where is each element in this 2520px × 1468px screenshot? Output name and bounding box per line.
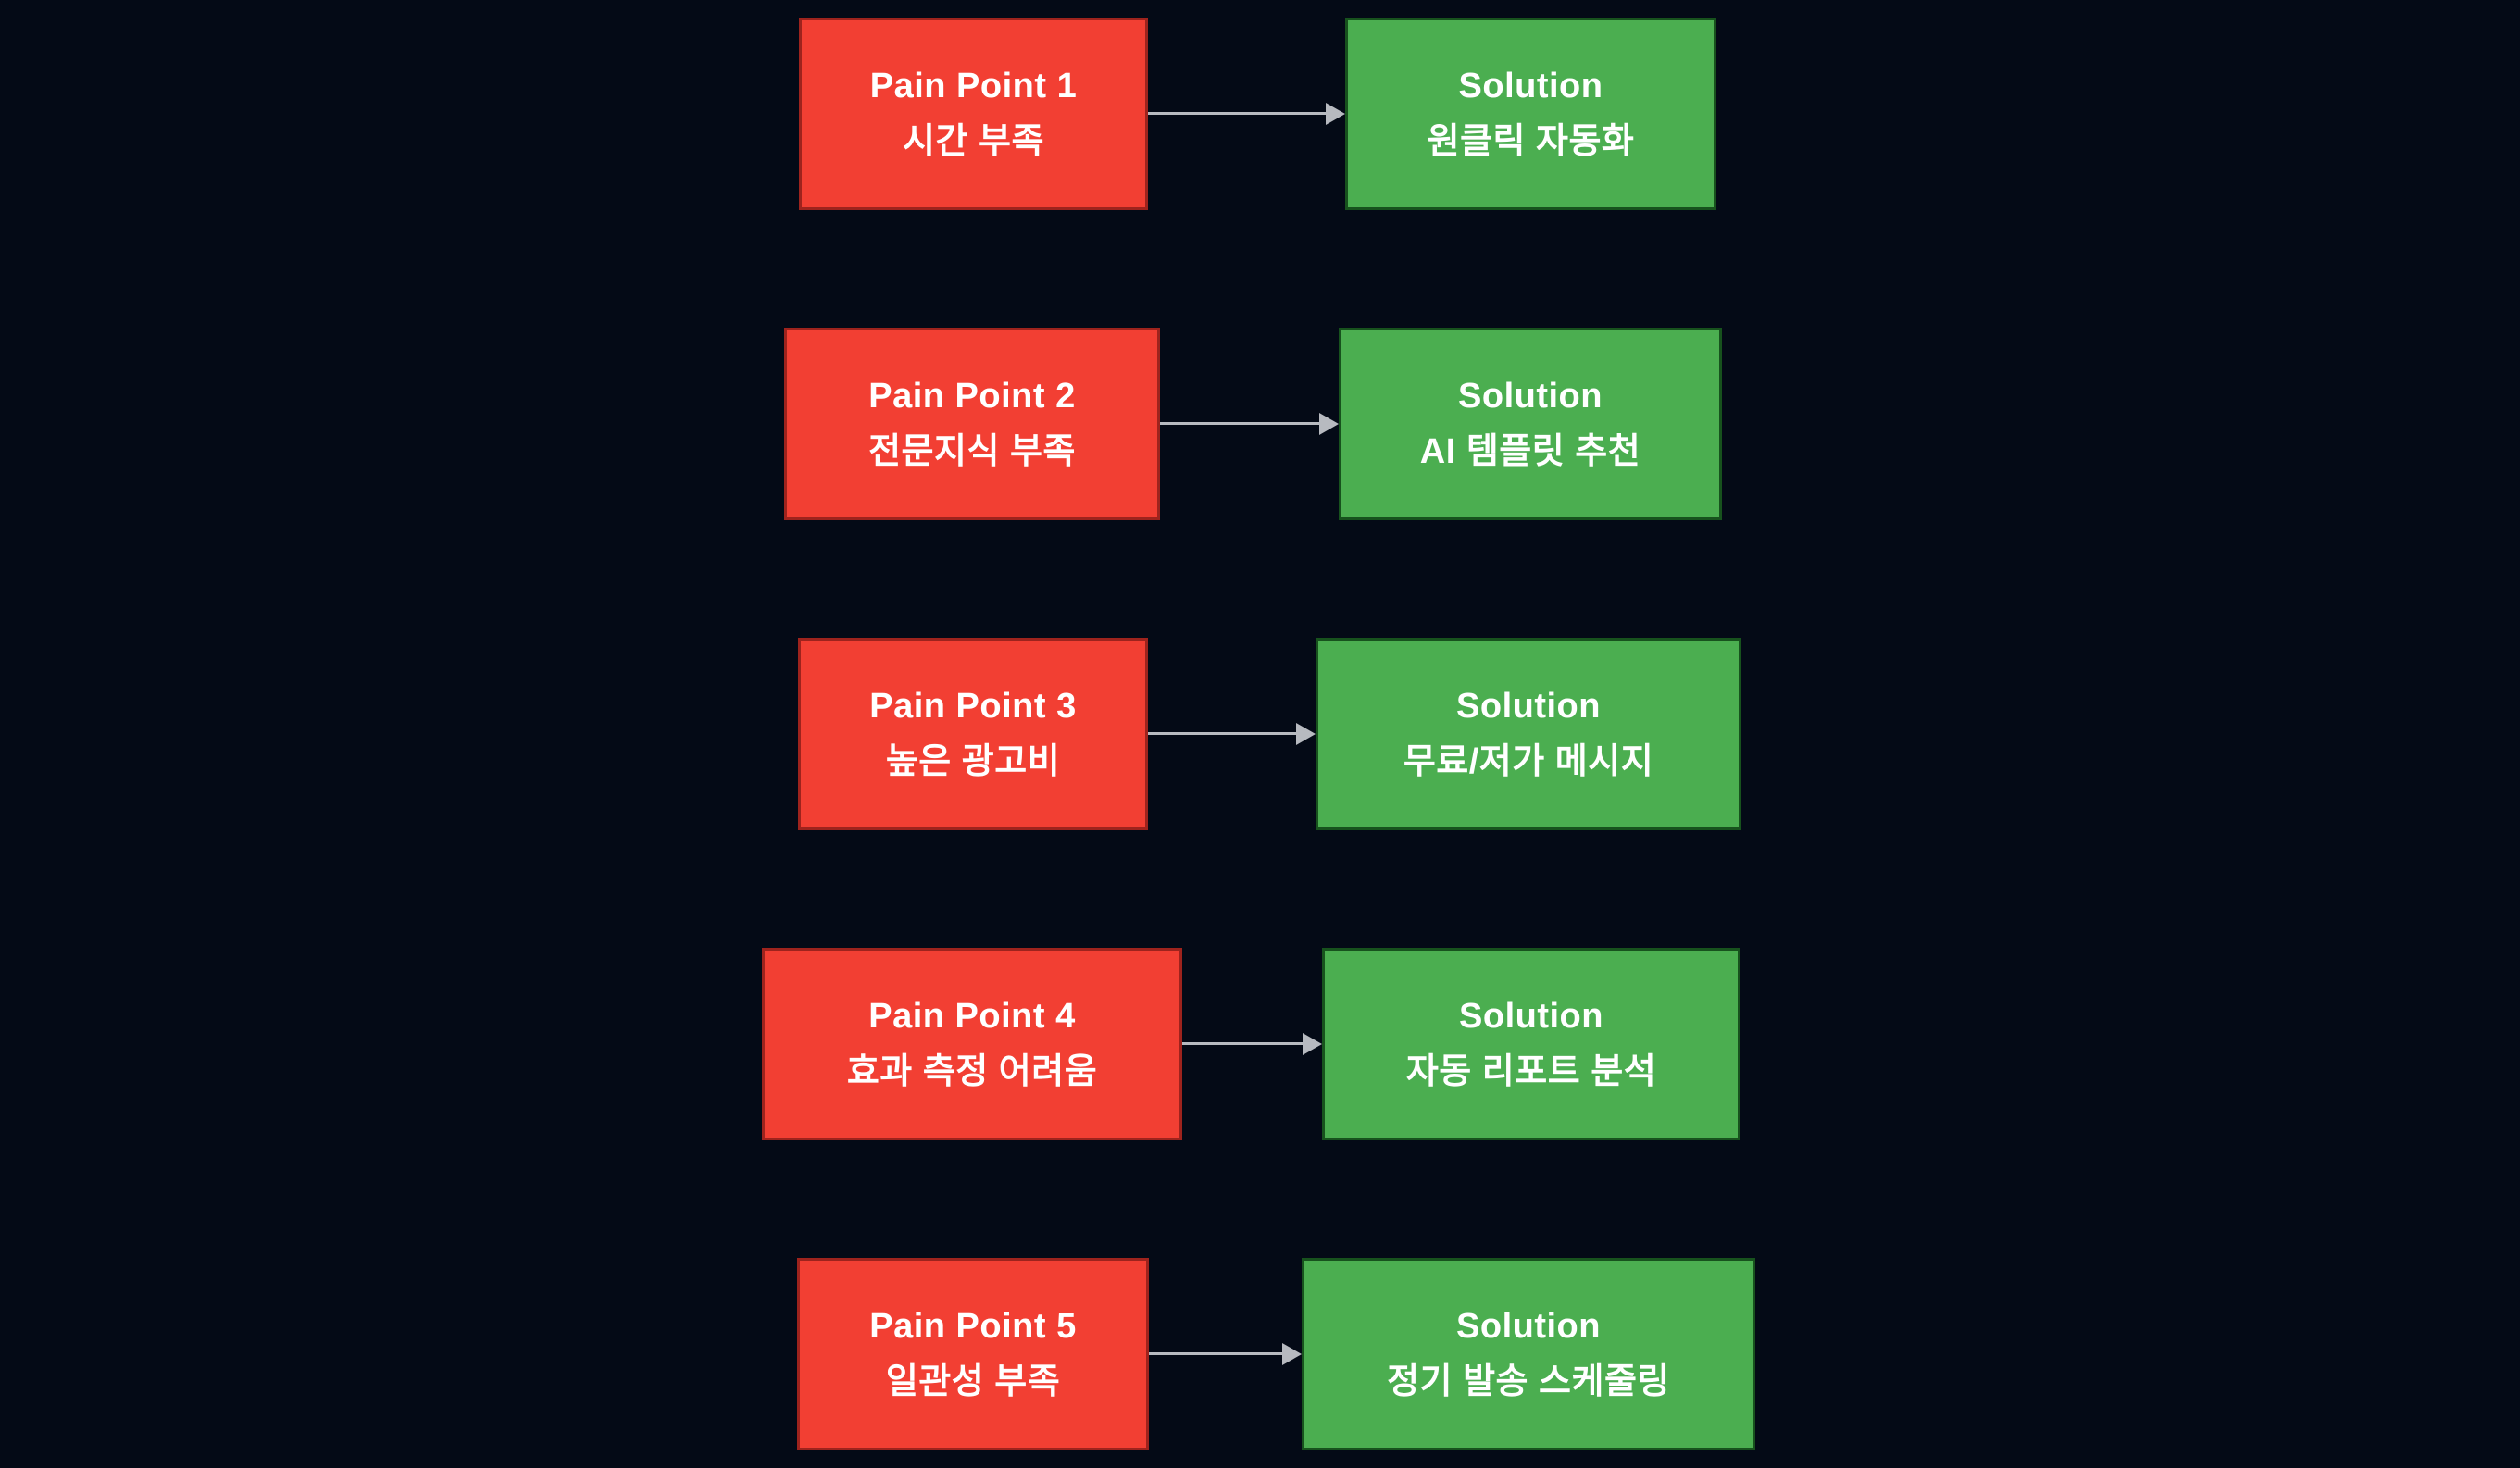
solution-title: Solution — [1458, 377, 1603, 416]
solution-box: Solution 정기 발송 스케줄링 — [1302, 1258, 1755, 1450]
solution-subtitle: 자동 리포트 분석 — [1405, 1052, 1657, 1091]
solution-box: Solution 무료/저가 메시지 — [1316, 638, 1741, 830]
arrow-right-icon — [1149, 1352, 1282, 1355]
pain-point-box: Pain Point 5 일관성 부족 — [797, 1258, 1149, 1450]
pain-point-box: Pain Point 1 시간 부족 — [799, 18, 1148, 210]
arrow-right-icon — [1148, 112, 1326, 115]
solution-title: Solution — [1458, 67, 1603, 106]
solution-subtitle: 원클릭 자동화 — [1427, 122, 1635, 161]
pain-point-subtitle: 시간 부족 — [903, 122, 1044, 161]
pain-point-box: Pain Point 2 전문지식 부족 — [784, 328, 1160, 520]
pain-point-title: Pain Point 2 — [868, 377, 1076, 416]
solution-box: Solution AI 템플릿 추천 — [1339, 328, 1722, 520]
solution-title: Solution — [1459, 997, 1603, 1036]
pain-point-box: Pain Point 3 높은 광고비 — [798, 638, 1148, 830]
arrow-right-icon — [1160, 422, 1319, 425]
solution-box: Solution 자동 리포트 분석 — [1322, 948, 1740, 1140]
solution-subtitle: 무료/저가 메시지 — [1403, 742, 1654, 781]
pain-point-subtitle: 높은 광고비 — [885, 742, 1061, 781]
solution-subtitle: AI 템플릿 추천 — [1419, 432, 1641, 471]
arrow-right-icon — [1148, 732, 1296, 735]
pain-point-title: Pain Point 5 — [869, 1307, 1077, 1346]
pain-point-title: Pain Point 4 — [868, 997, 1076, 1036]
solution-subtitle: 정기 발송 스케줄링 — [1387, 1362, 1670, 1401]
solution-title: Solution — [1456, 687, 1601, 726]
solution-title: Solution — [1456, 1307, 1601, 1346]
solution-box: Solution 원클릭 자동화 — [1345, 18, 1716, 210]
arrow-right-icon — [1182, 1042, 1303, 1045]
pain-point-subtitle: 일관성 부족 — [885, 1362, 1061, 1401]
pain-point-title: Pain Point 1 — [869, 67, 1078, 106]
pain-point-title: Pain Point 3 — [869, 687, 1077, 726]
pain-point-subtitle: 효과 측정 어려움 — [846, 1052, 1098, 1091]
pain-point-box: Pain Point 4 효과 측정 어려움 — [762, 948, 1182, 1140]
pain-point-subtitle: 전문지식 부족 — [868, 432, 1076, 471]
